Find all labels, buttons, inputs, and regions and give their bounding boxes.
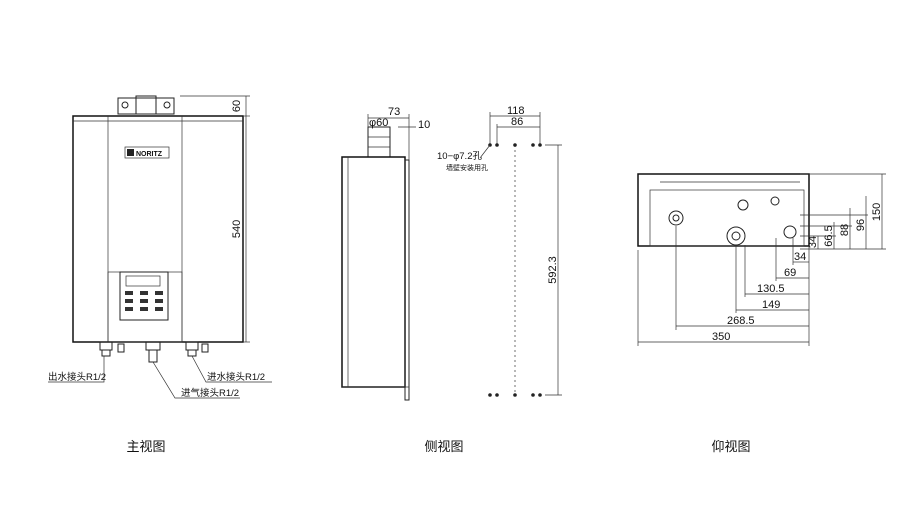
- brand-logo-box: [124, 146, 170, 159]
- front-dim-540: 540: [231, 220, 243, 238]
- bottom-dim-69: 69: [784, 267, 796, 279]
- side-body: [341, 156, 406, 388]
- label-hot-water-outlet: 出水接头R1/2: [48, 371, 106, 383]
- front-view: NORITZ 60 540 出水接头R1/2: [48, 95, 272, 399]
- caption-side-view: 侧视图: [424, 440, 463, 455]
- bottom-dim-350: 350: [712, 331, 730, 343]
- top-holes: [488, 143, 542, 147]
- flue-pipe: [135, 95, 157, 115]
- side-dim-73: 73: [388, 106, 400, 118]
- drain-plug: [770, 196, 780, 206]
- mounting-holes-view: 118 86 592.3 10−φ7.2孔 墙壁安装用孔: [437, 105, 562, 397]
- bottom-dim-88: 88: [839, 224, 851, 236]
- holes-label: 10−φ7.2孔: [437, 151, 482, 162]
- bottom-view: 150 96 88 66.5 34 34 69 130.5 149 268.5 …: [637, 173, 886, 346]
- top-bracket: [117, 97, 175, 115]
- holes-dim-86: 86: [511, 116, 523, 128]
- front-dim-60: 60: [231, 100, 243, 112]
- bottom-dim-96: 96: [855, 219, 867, 231]
- gas-fitting: [668, 210, 684, 226]
- water-inlet-fitting: [783, 225, 797, 239]
- bottom-holes: [488, 393, 542, 397]
- water-outlet-fitting: [726, 226, 746, 246]
- bottom-dim-66-5: 66.5: [823, 225, 835, 246]
- bottom-outline: [637, 173, 810, 247]
- side-dim-10: 10: [418, 119, 430, 131]
- bottom-inner: [649, 189, 805, 247]
- control-buttons: [125, 291, 163, 311]
- bottom-dim-268-5: 268.5: [727, 315, 755, 327]
- brand-logo: NORITZ: [136, 151, 163, 158]
- brand-mark: [127, 149, 134, 156]
- bottom-dim-34-vertical: 34: [807, 236, 819, 248]
- bracket-hole-left: [121, 101, 129, 109]
- holes-dim-592: 592.3: [547, 256, 559, 284]
- bottom-dim-130-5: 130.5: [757, 283, 785, 295]
- side-dim-dia60: φ60: [369, 117, 388, 129]
- display-screen: [125, 275, 161, 287]
- label-gas-inlet: 进气接头R1/2: [181, 387, 239, 399]
- bottom-fittings: [99, 341, 209, 363]
- control-panel: [119, 271, 169, 321]
- label-cold-water-inlet: 进水接头R1/2: [207, 371, 265, 383]
- holes-dim-118: 118: [507, 105, 525, 117]
- exhaust-port: [737, 199, 749, 211]
- side-view: 73 10 φ60: [341, 106, 430, 401]
- bottom-dim-150: 150: [871, 203, 883, 221]
- bottom-dim-149: 149: [762, 299, 780, 311]
- gas-fitting-inner: [672, 214, 680, 222]
- caption-front-view: 主视图: [126, 440, 165, 455]
- wall-bracket: [404, 159, 410, 401]
- holes-sublabel: 墙壁安装用孔: [446, 163, 488, 172]
- caption-bottom-view: 仰视图: [711, 440, 750, 455]
- side-flue: [367, 126, 391, 158]
- bracket-hole-right: [163, 101, 171, 109]
- bottom-dim-34-horizontal: 34: [794, 251, 806, 263]
- water-outlet-inner: [731, 231, 741, 241]
